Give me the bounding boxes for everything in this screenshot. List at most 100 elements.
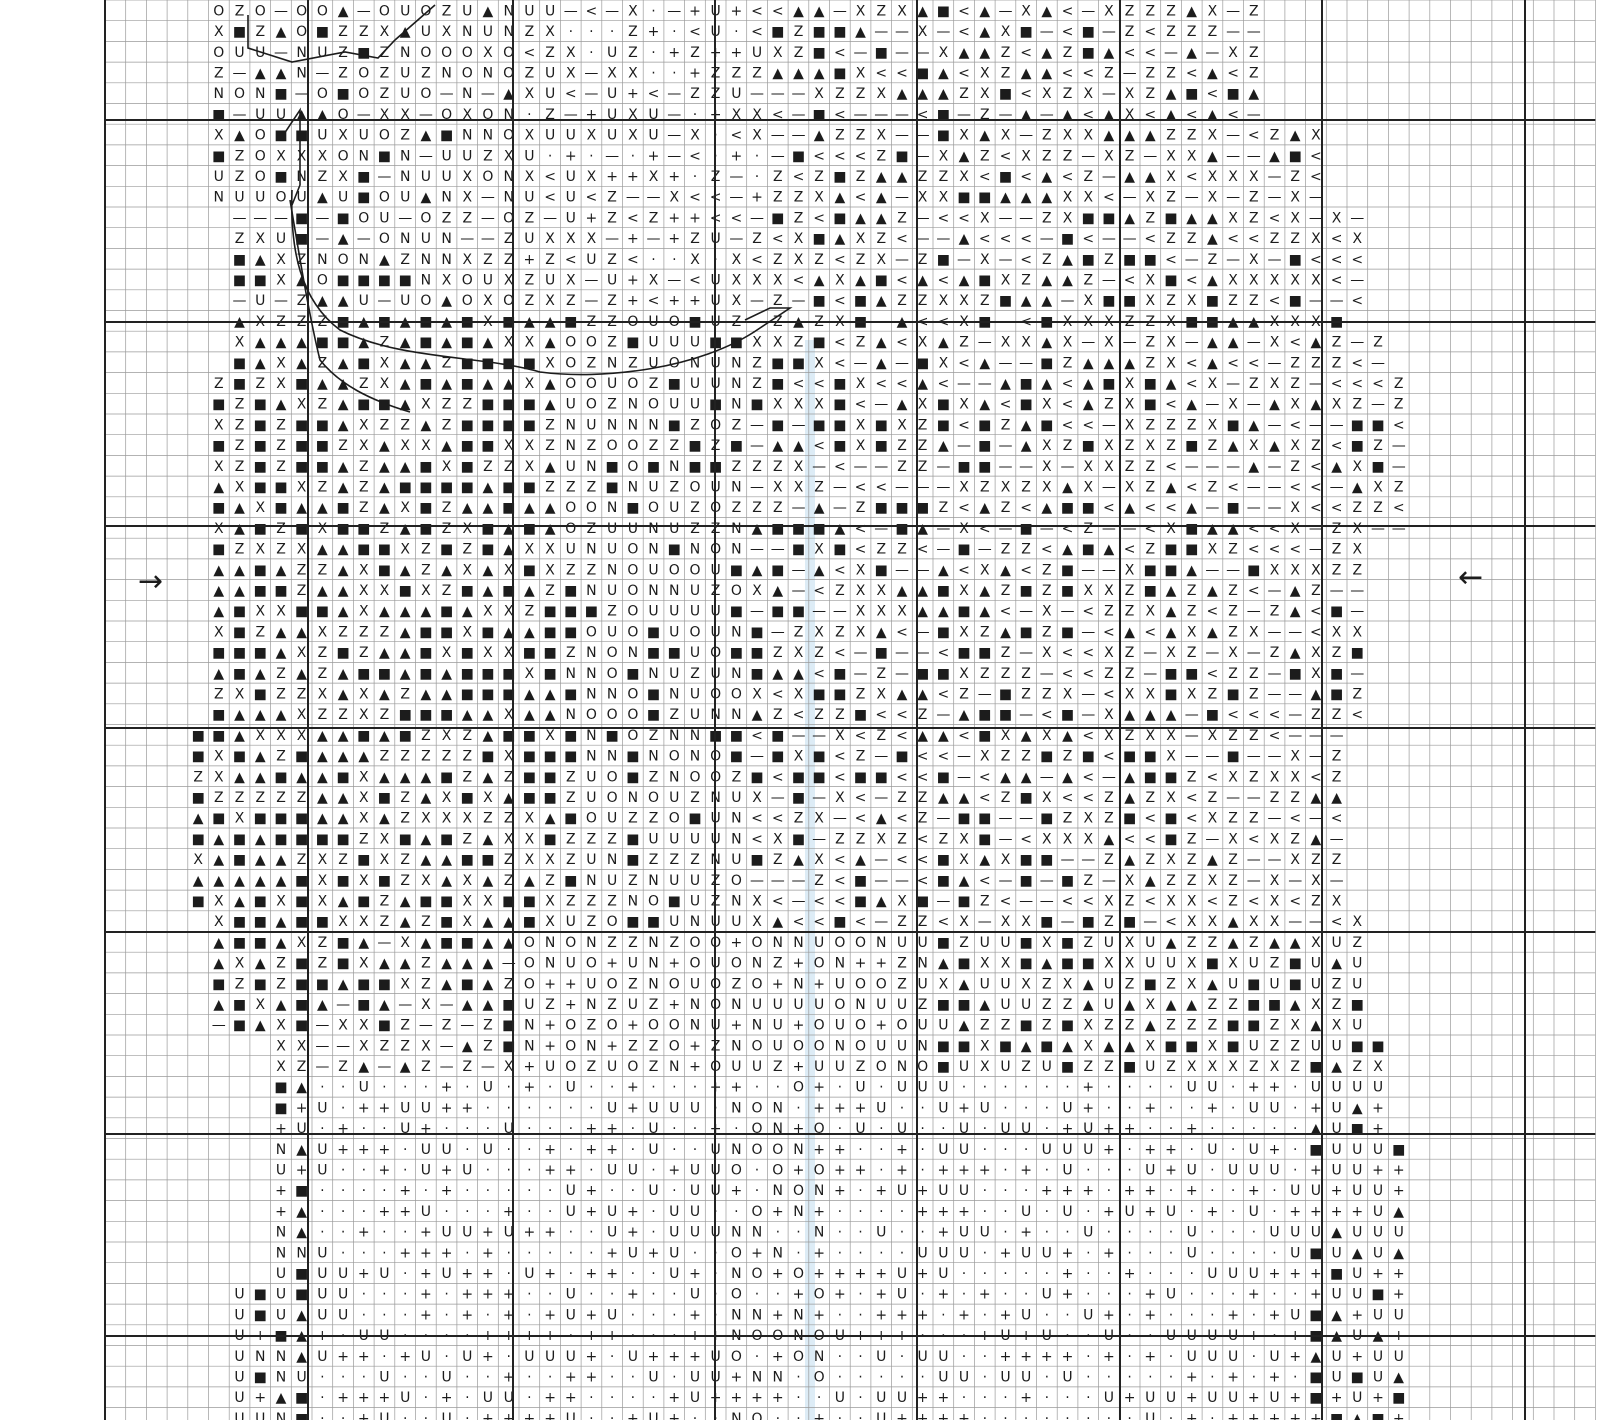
stitch-symbol: O	[648, 1018, 659, 1034]
stitch-symbol: U	[586, 976, 596, 992]
stitch-symbol: ·	[631, 1266, 635, 1282]
stitch-symbol: X	[235, 335, 245, 351]
stitch-symbol: X	[1084, 1018, 1094, 1034]
stitch-symbol: ▲	[276, 852, 287, 868]
stitch-symbol: ■	[771, 355, 784, 371]
stitch-symbol: ▲	[752, 707, 763, 723]
stitch-symbol: X	[318, 521, 328, 537]
stitch-symbol: +	[1393, 1183, 1405, 1199]
stitch-symbol: ■	[999, 687, 1012, 703]
stitch-symbol: ▲	[276, 624, 287, 640]
stitch-symbol: X	[1228, 1059, 1238, 1075]
stitch-symbol: ■	[212, 500, 225, 516]
stitch-symbol: O	[379, 190, 390, 206]
stitch-symbol: X	[1042, 645, 1052, 661]
stitch-symbol: ▲	[772, 438, 783, 454]
stitch-symbol: U	[317, 45, 327, 61]
stitch-symbol: <	[1020, 500, 1032, 516]
stitch-symbol: Z	[1187, 24, 1197, 40]
stitch-symbol: —	[771, 790, 785, 806]
stitch-symbol: U	[1352, 1287, 1362, 1303]
stitch-symbol: ·	[1107, 1287, 1111, 1303]
stitch-symbol: X	[1146, 997, 1156, 1013]
stitch-symbol: +	[1227, 1370, 1239, 1386]
stitch-symbol: X	[773, 45, 783, 61]
stitch-symbol: O	[855, 1018, 866, 1034]
stitch-symbol: U	[607, 873, 617, 889]
stitch-symbol: ■	[750, 645, 763, 661]
stitch-symbol: ■	[647, 624, 660, 640]
stitch-symbol: U	[1187, 1225, 1197, 1241]
stitch-symbol: ▲	[379, 769, 390, 785]
stitch-symbol: +	[1000, 1349, 1012, 1365]
stitch-symbol: +	[586, 1121, 598, 1137]
stitch-symbol: Z	[421, 956, 431, 972]
stitch-symbol: ·	[1293, 1370, 1297, 1386]
stitch-symbol: ▲	[772, 65, 783, 81]
stitch-symbol: +	[358, 1142, 370, 1158]
stitch-symbol: ■	[543, 749, 556, 765]
stitch-symbol: —	[792, 107, 806, 123]
stitch-symbol: ■	[295, 1411, 308, 1420]
stitch-symbol: +	[855, 956, 867, 972]
stitch-symbol: <	[1082, 231, 1094, 247]
stitch-symbol: ·	[548, 1287, 552, 1303]
stitch-symbol: +	[254, 1390, 266, 1406]
stitch-symbol: X	[359, 562, 369, 578]
stitch-symbol: X	[338, 914, 348, 930]
stitch-symbol: ·	[1169, 1411, 1173, 1420]
stitch-symbol: U	[648, 1142, 658, 1158]
stitch-symbol: X	[959, 169, 969, 185]
stitch-symbol: ·	[403, 1225, 407, 1241]
stitch-symbol: N	[690, 728, 700, 744]
stitch-symbol: <	[1331, 231, 1343, 247]
stitch-symbol: U	[586, 252, 596, 268]
stitch-symbol: —	[812, 728, 826, 744]
stitch-symbol: +	[1144, 1349, 1156, 1365]
stitch-symbol: ▲	[1311, 1349, 1322, 1365]
stitch-symbol: ·	[382, 1080, 386, 1096]
stitch-symbol: ▲	[1041, 65, 1052, 81]
chart-major-grid	[104, 0, 1596, 1420]
stitch-symbol: ▲	[979, 500, 990, 516]
stitch-symbol: ▲	[855, 272, 866, 288]
stitch-symbol: <	[1000, 397, 1012, 413]
stitch-symbol: +	[1186, 1183, 1198, 1199]
stitch-symbol: ■	[254, 811, 267, 827]
stitch-symbol: —	[1081, 335, 1095, 351]
stitch-symbol: ▲	[338, 459, 349, 475]
stitch-symbol: ▲	[317, 728, 328, 744]
stitch-symbol: —	[750, 873, 764, 889]
stitch-symbol: X	[1166, 728, 1176, 744]
stitch-symbol: X	[897, 894, 907, 910]
stitch-symbol: ·	[631, 1370, 635, 1386]
stitch-symbol: ·	[465, 1183, 469, 1199]
stitch-symbol: U	[669, 1245, 679, 1261]
stitch-symbol: Z	[1021, 666, 1031, 682]
stitch-symbol: U	[607, 128, 617, 144]
stitch-symbol: ■	[1144, 562, 1157, 578]
stitch-symbol: ·	[1065, 1390, 1069, 1406]
stitch-symbol: —	[1330, 417, 1344, 433]
stitch-symbol: Z	[1021, 749, 1031, 765]
stitch-symbol: ■	[1019, 873, 1032, 889]
stitch-symbol: U	[214, 169, 224, 185]
stitch-symbol: <	[1144, 624, 1156, 640]
stitch-symbol: ■	[254, 1370, 267, 1386]
stitch-symbol: Z	[1063, 148, 1073, 164]
stitch-symbol: ·	[817, 1390, 821, 1406]
stitch-symbol: ■	[978, 831, 991, 847]
stitch-symbol: Z	[1084, 873, 1094, 889]
stitch-symbol: <	[834, 335, 846, 351]
stitch-symbol: U	[1331, 1121, 1341, 1137]
stitch-symbol: ·	[1107, 1266, 1111, 1282]
stitch-symbol: —	[1247, 479, 1261, 495]
stitch-symbol: +	[627, 1018, 639, 1034]
stitch-symbol: X	[1332, 1018, 1342, 1034]
stitch-symbol: Z	[1373, 438, 1383, 454]
stitch-symbol: +	[358, 1225, 370, 1241]
stitch-symbol: ▲	[876, 624, 887, 640]
stitch-symbol: U	[876, 1225, 886, 1241]
stitch-symbol: N	[359, 148, 369, 164]
stitch-symbol: U	[959, 1370, 969, 1386]
